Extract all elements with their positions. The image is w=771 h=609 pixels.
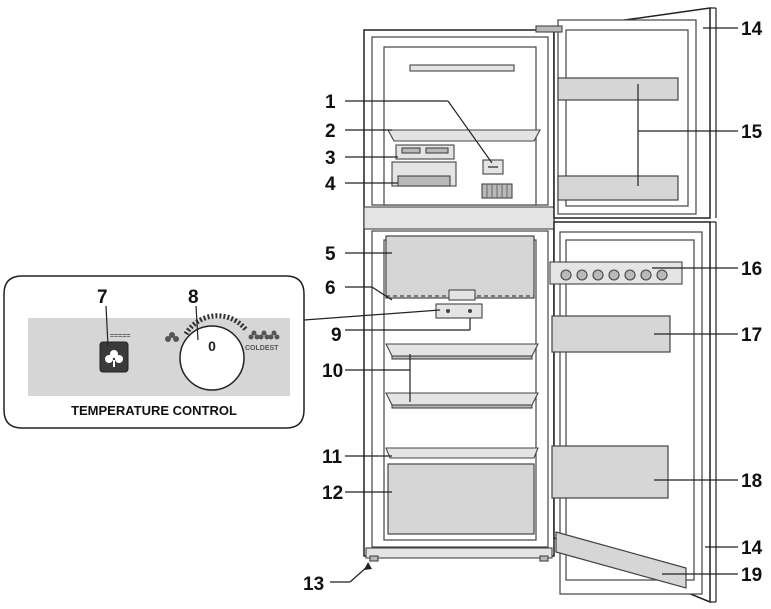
freezer-door-pocket-lower [557, 175, 679, 201]
temperature-control-inset [3, 275, 305, 429]
door-pocket-middle [551, 445, 669, 499]
door-pocket-bottle [555, 531, 687, 589]
chiller-case [385, 235, 535, 301]
callout-11: 11 [322, 447, 343, 468]
callout-1: 1 [325, 92, 336, 113]
callout-15: 15 [741, 122, 763, 143]
leader-lines [105, 27, 738, 583]
freezer-temperature-control [481, 159, 513, 199]
vegetable-crisper [387, 463, 535, 535]
ice-bank [391, 161, 457, 187]
egg-tray [549, 261, 683, 285]
callout-3: 3 [325, 148, 336, 169]
callout-14-top: 14 [741, 19, 763, 40]
freezer-door-pocket-upper [557, 77, 679, 101]
callout-16: 16 [741, 259, 762, 280]
callout-19: 19 [741, 565, 762, 586]
mode-button[interactable] [99, 341, 129, 373]
temperature-dial[interactable]: 0 [179, 313, 248, 391]
callout-4: 4 [325, 174, 336, 195]
callout-2: 2 [325, 121, 336, 142]
freezer-shelf [387, 129, 541, 142]
vegetable-crisper-cover [385, 447, 539, 459]
dial-value: 0 [208, 338, 216, 354]
door-pocket-upper [551, 315, 671, 353]
coldest-label: COLDEST [245, 345, 279, 352]
ice-tray [395, 144, 455, 160]
callout-18: 18 [741, 471, 762, 492]
snowflake-icon [105, 350, 123, 367]
callout-8: 8 [188, 287, 199, 308]
callout-6: 6 [325, 278, 336, 299]
mode-button-tiny-label: ===== [110, 333, 130, 340]
glass-shelf-upper [385, 343, 539, 360]
temperature-control-caption: TEMPERATURE CONTROL [71, 403, 237, 418]
callout-numbers: 1 2 3 4 5 6 7 8 9 10 11 12 13 14 15 16 1… [97, 19, 763, 595]
callout-7: 7 [97, 287, 108, 308]
callout-9: 9 [331, 325, 342, 346]
callout-17: 17 [741, 325, 762, 346]
callout-10: 10 [322, 361, 343, 382]
callout-12: 12 [322, 483, 343, 504]
snowflake-small-icon [165, 332, 179, 342]
fridge-control-box [435, 303, 483, 319]
snowflake-triple-icon [248, 330, 280, 340]
callout-14-bottom: 14 [741, 538, 763, 559]
callout-5: 5 [325, 244, 336, 265]
glass-shelf-lower [385, 392, 539, 409]
callout-13: 13 [303, 574, 324, 595]
